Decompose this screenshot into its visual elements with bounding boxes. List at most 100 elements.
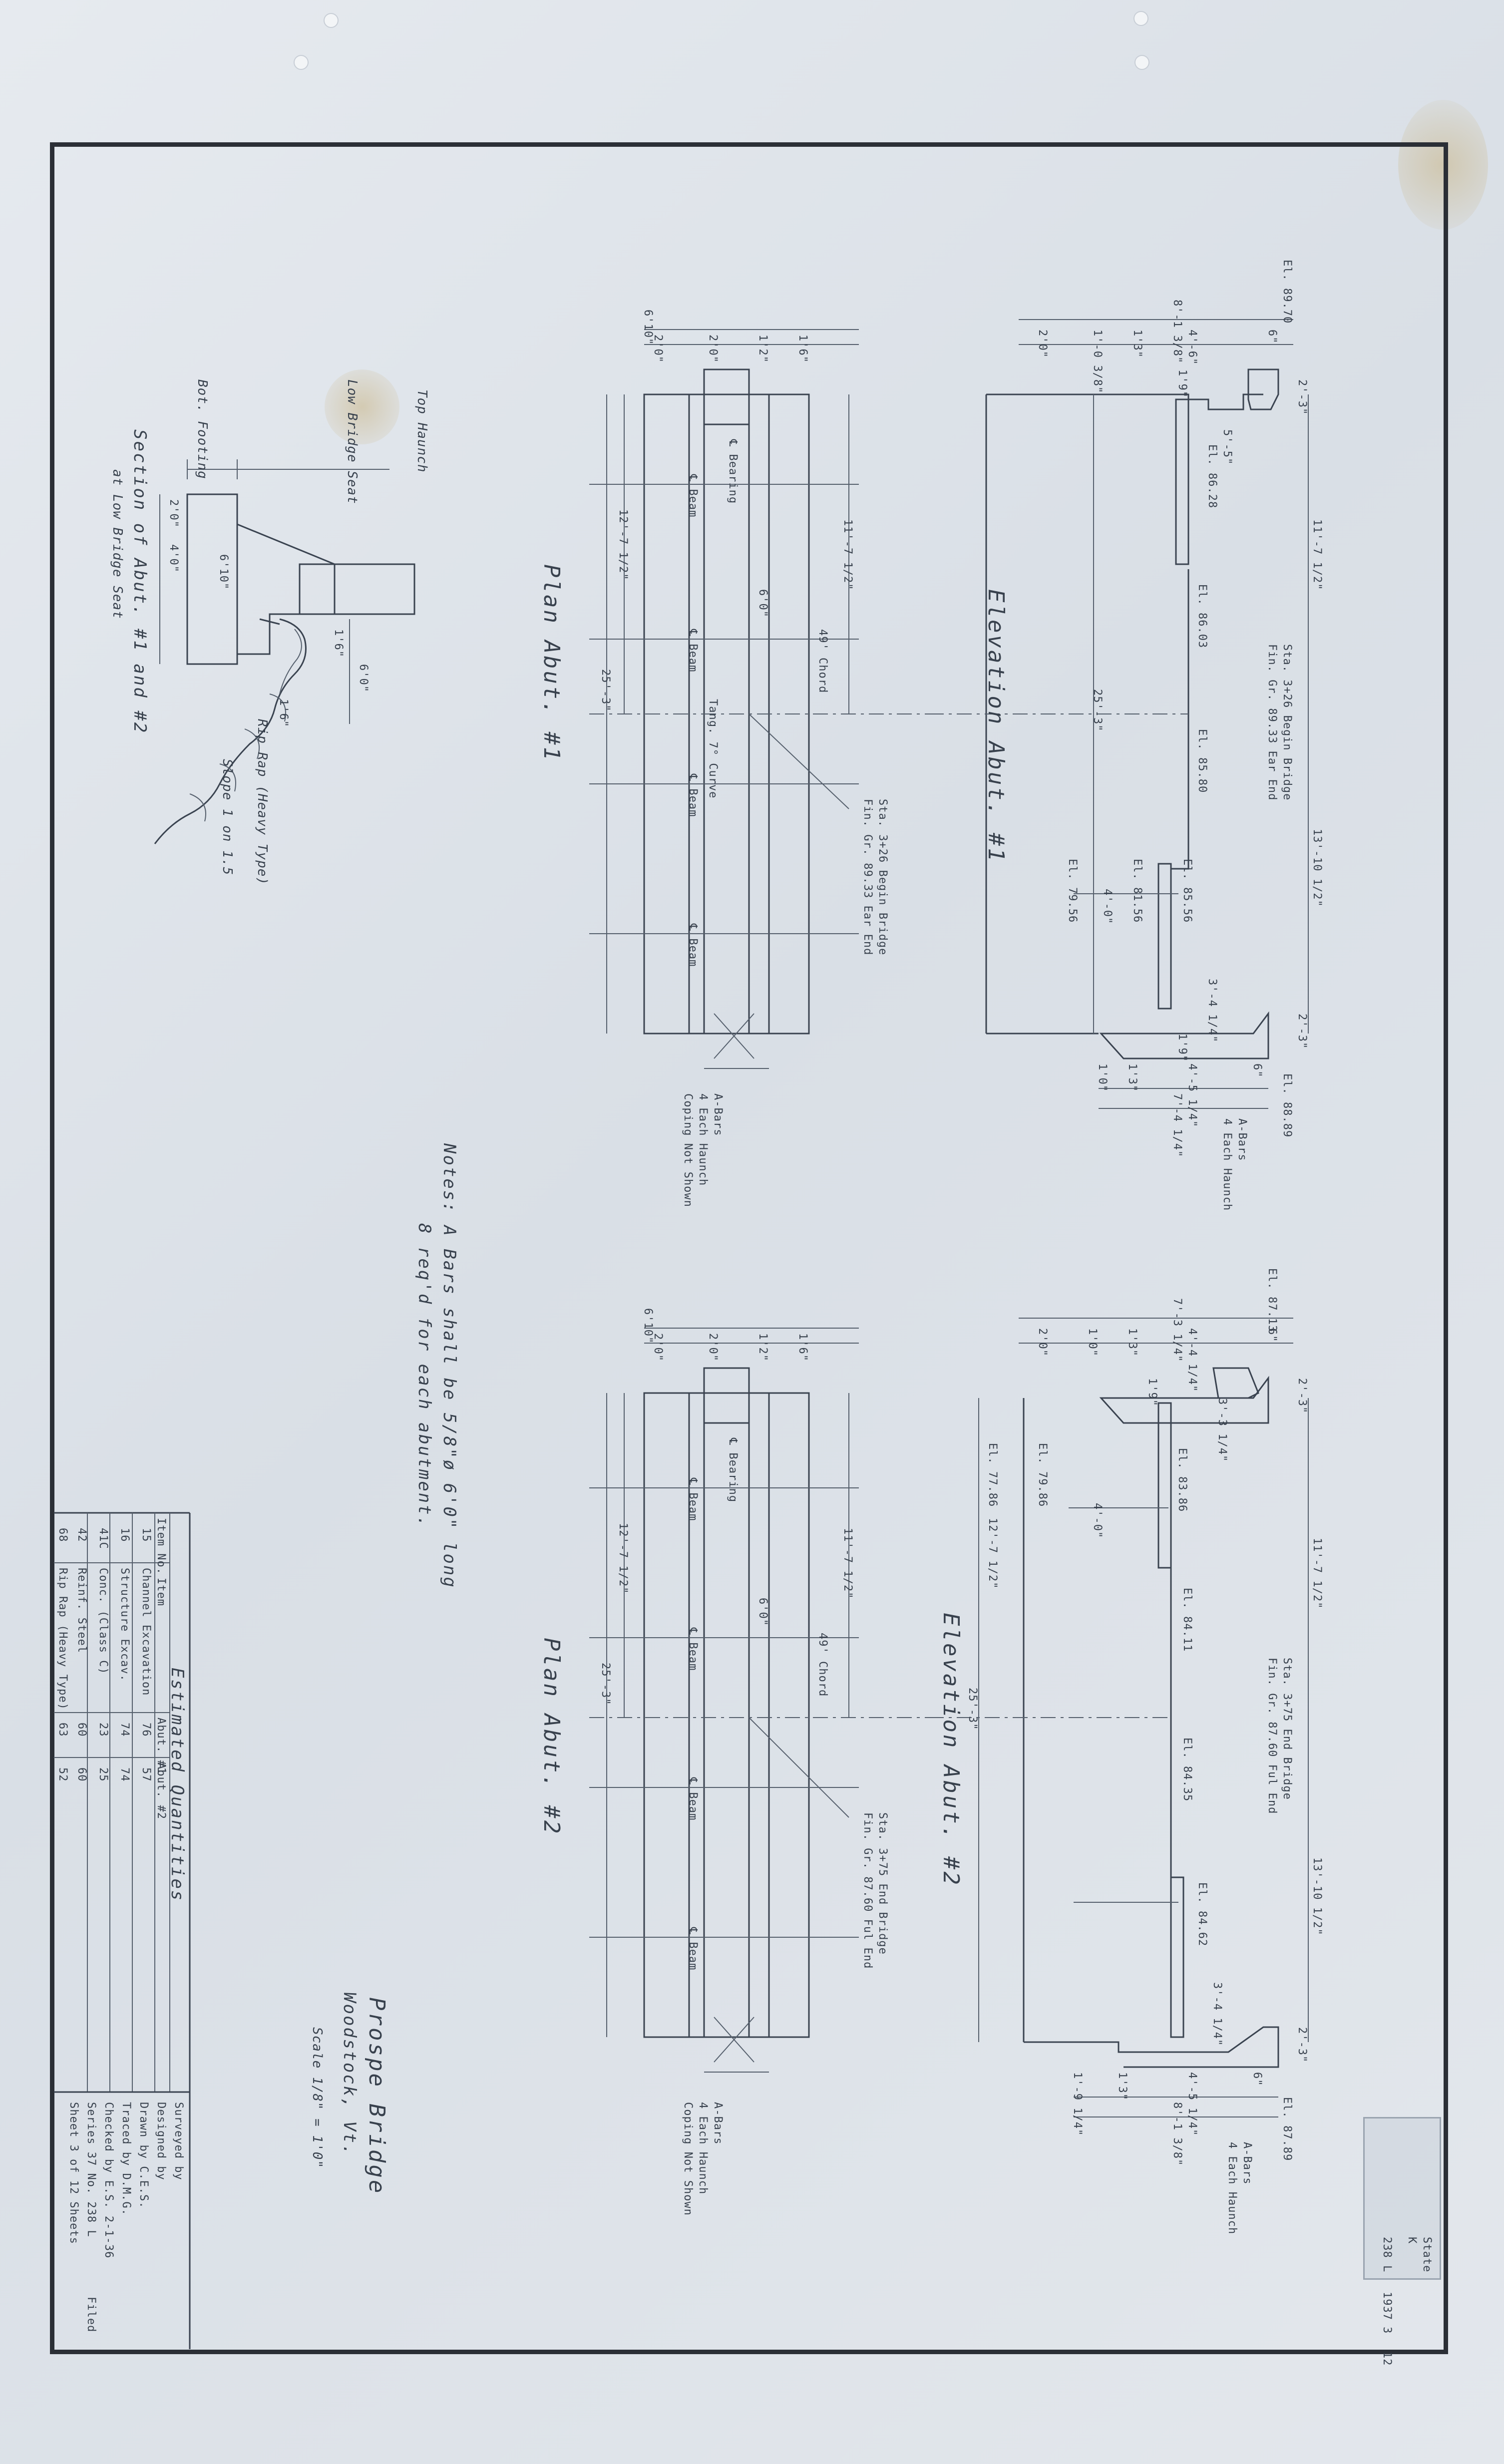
elev1-dim: 13'-10 1/2" [1311, 829, 1323, 907]
stamp-text: 1937 [1381, 2292, 1393, 2320]
plan1-dim: 1'6" [796, 335, 809, 363]
qty-cell: Channel Excavation [140, 1568, 152, 1696]
elev1-elevation: El. 85.80 [1196, 729, 1208, 793]
qty-cell: Reinf. Steel [75, 1568, 88, 1653]
elev2-dim: 6" [1251, 2072, 1263, 2087]
elev2-elevation: El. 84.62 [1196, 1882, 1208, 1947]
qty-header-item-no: Item No. [155, 1518, 167, 1575]
elev2-dim: 4'-0" [1091, 1503, 1104, 1539]
title-block-row: Traced by D.M.G. [120, 2102, 132, 2216]
paper-stain [1398, 100, 1488, 230]
elev2-dim: 13'-10 1/2" [1311, 1857, 1323, 1936]
section-dim: 6'10" [217, 554, 230, 590]
plan1-dim: 12'-7 1/2" [617, 509, 629, 581]
qty-cell: 16 [118, 1528, 131, 1542]
elev1-elevation: El. 86.03 [1196, 584, 1208, 649]
elev1-dim: 4'-6" [1186, 330, 1198, 365]
plan2-beam-label: ℄ Beam [687, 1478, 699, 1521]
stamp-text: 3 [1381, 2327, 1393, 2334]
section-title: Section of Abut. #1 and #2 [130, 429, 150, 734]
plan2-note: Sta. 3+75 End Bridge [876, 1812, 889, 1955]
plan1-dim: 2'0" [652, 335, 664, 363]
elev2-elevation: El. 87.13 [1266, 1268, 1278, 1333]
elev2-elevation: El. 87.89 [1281, 2097, 1293, 2161]
section-dim: 4'0" [167, 544, 180, 573]
elev1-note: Fin. Gr. 89.33 Ear End [1266, 644, 1278, 801]
qty-cell: 42 [75, 1528, 88, 1542]
elev1-bars-note: A-Bars [1236, 1118, 1248, 1161]
elev2-dim: 6" [1266, 1328, 1278, 1343]
elev2-dim: 1'3" [1116, 2072, 1128, 2101]
plan1-dim: 1'2" [756, 335, 769, 363]
qty-cell: Conc. (Class C) [97, 1568, 109, 1675]
elev2-bars-note: A-Bars [1241, 2142, 1253, 2185]
qty-cell: 74 [118, 1723, 131, 1737]
elev2-note: Fin. Gr. 87.60 Ful End [1266, 1658, 1278, 1814]
elev2-dim: 7'-3 1/4" [1171, 1298, 1183, 1363]
plan1-beam-label: ℄ Beam [687, 774, 699, 817]
elev2-elevation: El. 84.11 [1181, 1588, 1193, 1652]
plan-abut-1 [589, 329, 929, 1069]
notes-line-1: Notes: A Bars shall be 5/8"ø 6'0" long [439, 1143, 459, 1589]
filing-stamp [1363, 2117, 1441, 2280]
label-slope: Slope 1 on 1.5 [220, 759, 235, 876]
plan2-title: Plan Abut. #2 [539, 1638, 564, 1836]
elev2-dim: 1'9" [1146, 1378, 1158, 1407]
plan2-dim: 2'0" [707, 1333, 719, 1362]
qty-cell: 74 [118, 1767, 131, 1782]
plan1-dim: 25'-3" [599, 669, 612, 712]
elev2-dim: 25'-3" [966, 1688, 979, 1731]
stamp-text: 12 [1381, 2352, 1393, 2366]
sheet-scale: Scale 1/8" = 1'0" [310, 2027, 325, 2169]
section-view [154, 459, 415, 844]
elev1-dim: 1'0" [1096, 1063, 1109, 1092]
title-block-row: Sheet 3 of 12 Sheets [67, 2102, 80, 2244]
elev2-dim: 4'-4 1/4" [1186, 1328, 1198, 1393]
elev1-dim: 4'-5 1/4" [1186, 1063, 1198, 1128]
elev2-elevation: El. 79.86 [1036, 1443, 1049, 1507]
elev1-dim: 11'-7 1/2" [1311, 519, 1323, 591]
section-subtitle: at Low Bridge Seat [110, 469, 125, 619]
plan2-dim: 11'-7 1/2" [841, 1528, 854, 1599]
section-dim: 2'0" [167, 499, 180, 528]
plan2-bearing-label: ℄ Bearing [727, 1438, 739, 1503]
elev2-dim: 12'-7 1/2" [986, 1518, 999, 1589]
plan1-dim: 11'-7 1/2" [841, 519, 854, 591]
elev2-title: Elevation Abut. #2 [938, 1613, 964, 1887]
sheet-location: Woodstock, Vt. [340, 1992, 360, 2156]
elev1-bars-note: 4 Each Haunch [1221, 1118, 1233, 1211]
elev2-dim: 2'-3" [1296, 1378, 1308, 1414]
elevation-abut-2 [929, 1318, 1309, 2117]
elev2-dim: 2'0" [1036, 1328, 1049, 1357]
elev1-dim: 8'-1 3/8" [1171, 300, 1183, 364]
elev1-dim: 2'-3" [1296, 379, 1308, 415]
plan1-bars-note: 4 Each Haunch [697, 1093, 709, 1186]
elev1-elevation: El. 85.56 [1181, 859, 1193, 923]
elev1-dim: 1'9" [1176, 1034, 1188, 1062]
plan2-beam-label: ℄ Beam [687, 1927, 699, 1971]
elev2-elevation: El. 77.86 [986, 1443, 999, 1507]
section-dim: 1'6" [277, 699, 290, 727]
elev1-dim: 1'-0 3/8" [1091, 330, 1104, 394]
elev2-dim: 3'-4 1/4" [1211, 1982, 1223, 2047]
title-block-row: Series 37 No. 238 L [85, 2102, 97, 2237]
title-block-row: Checked by E.S. 2-1-36 [102, 2102, 115, 2259]
plan2-bars-note: Coping Not Shown [682, 2102, 694, 2216]
notes-line-2: 8 req'd for each abutment. [414, 1223, 434, 1528]
qty-header-abut2: Abut. #2 [155, 1762, 167, 1819]
elev2-elevation: El. 83.86 [1176, 1448, 1188, 1512]
qty-cell: 15 [140, 1528, 152, 1542]
qty-cell: 41C [97, 1528, 109, 1549]
plan1-bars-note: Coping Not Shown [682, 1093, 694, 1207]
title-block-row: Surveyed by [172, 2102, 185, 2180]
elev1-dim: 1'3" [1126, 1063, 1138, 1092]
plan2-note: Fin. Gr. 87.60 Ful End [861, 1812, 874, 1969]
plan2-bars-note: 4 Each Haunch [697, 2102, 709, 2195]
elev1-dim: 1'9" [1176, 369, 1188, 398]
paper-stain [325, 369, 399, 444]
qty-cell: 63 [56, 1723, 69, 1737]
plan1-beam-label: ℄ Beam [687, 474, 699, 518]
plan2-beam-label: ℄ Beam [687, 1777, 699, 1821]
elev2-dim: 1'0" [1086, 1328, 1099, 1357]
